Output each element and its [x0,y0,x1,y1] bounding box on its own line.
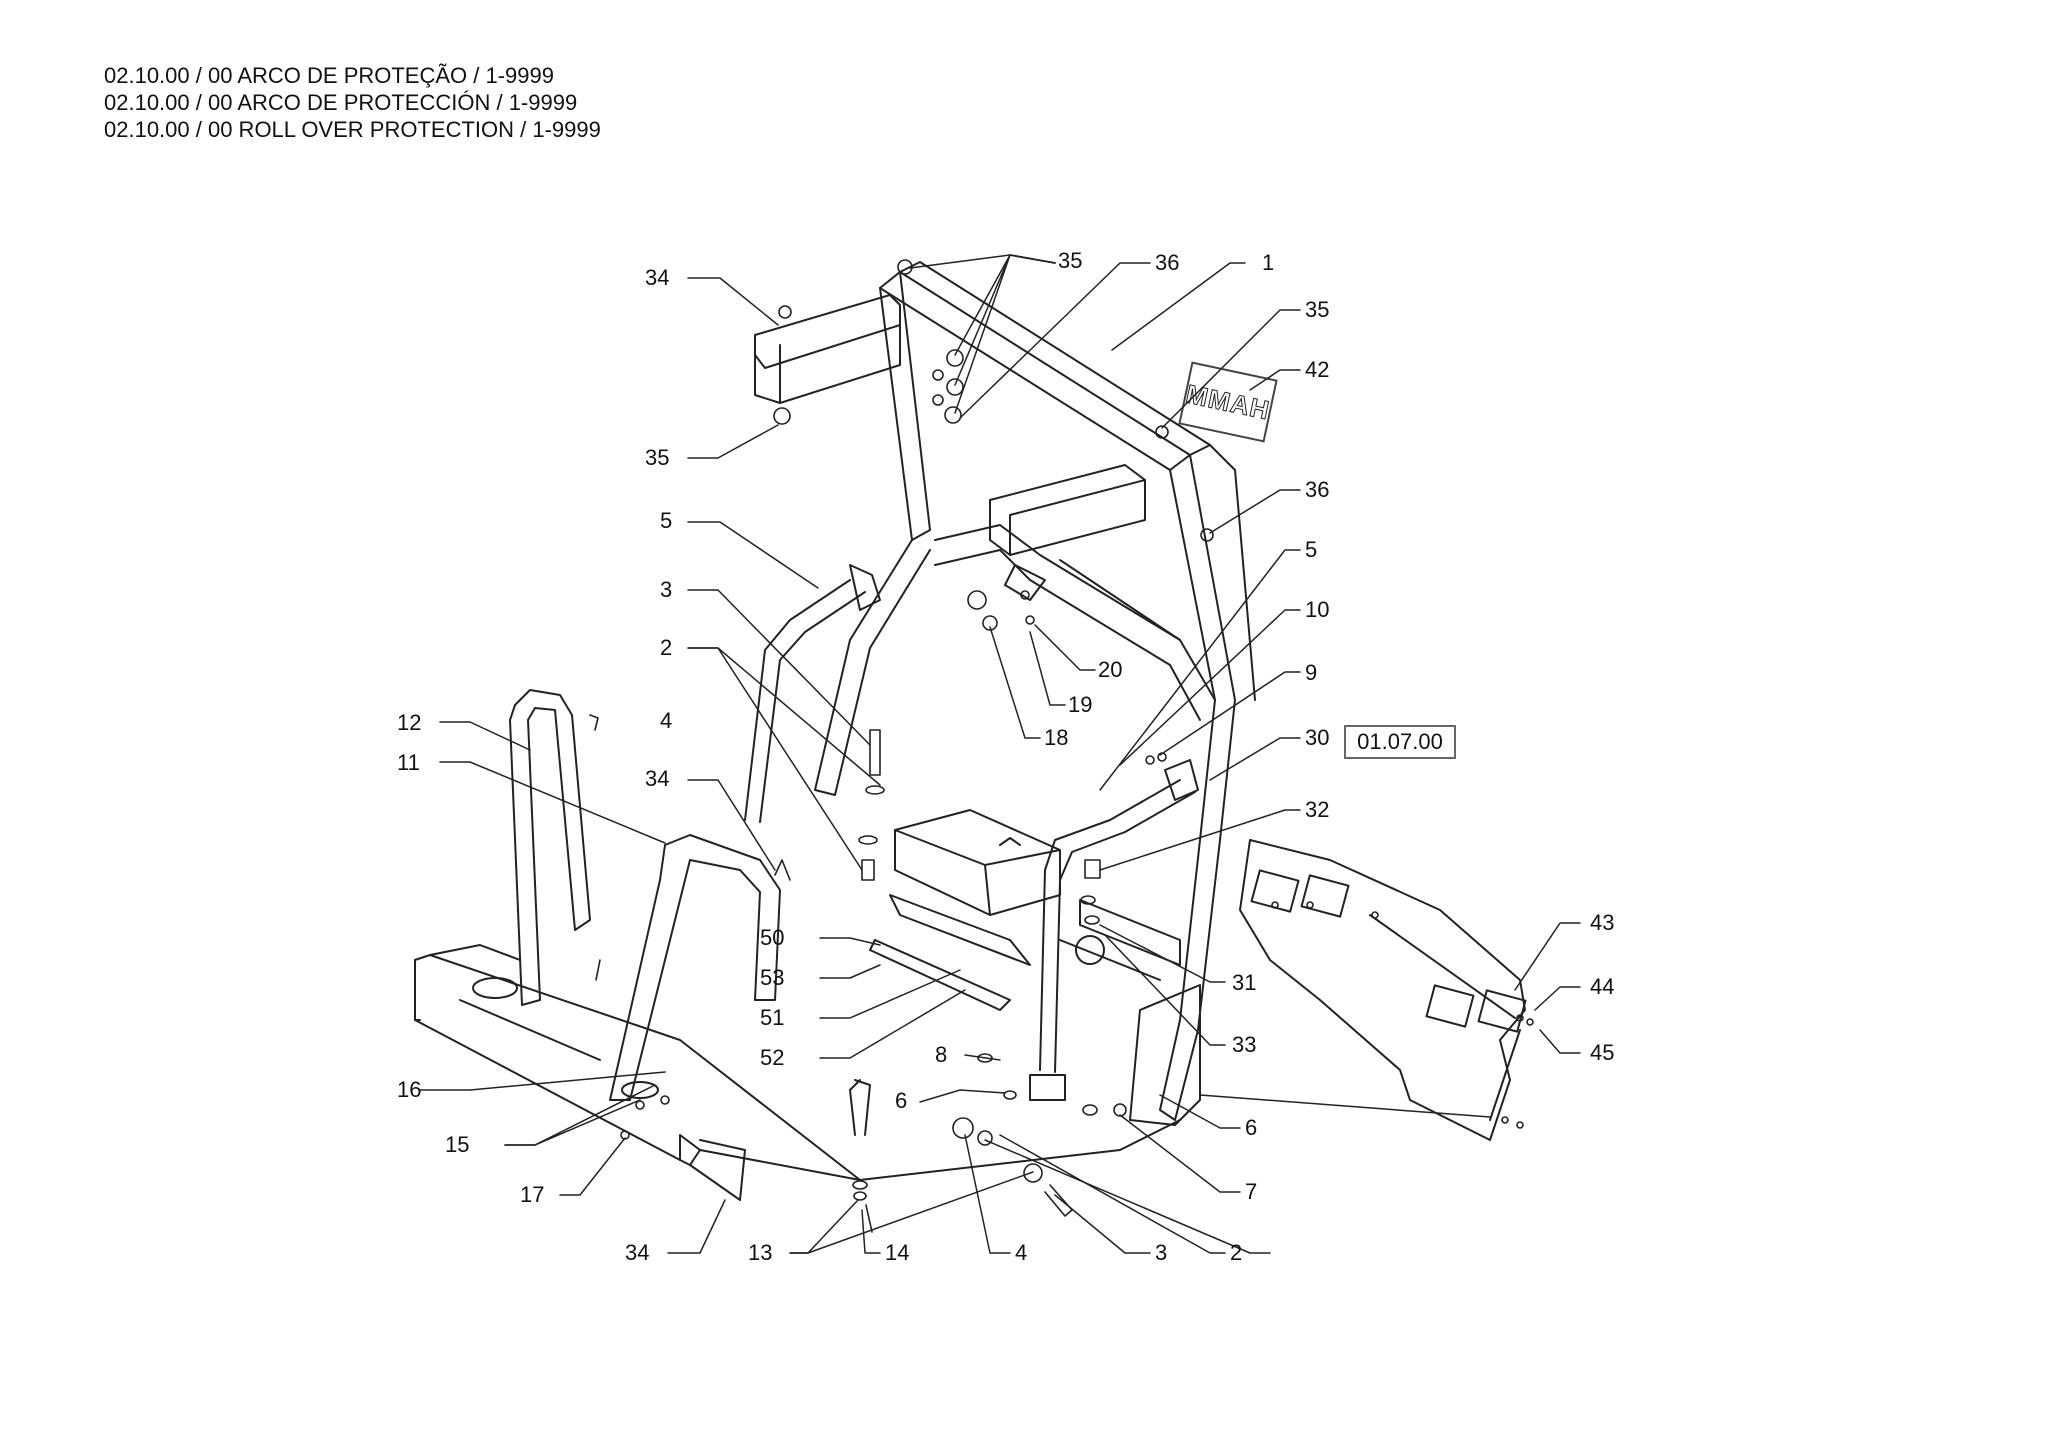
callout-3b: 3 [1155,1240,1167,1265]
callout-labels: 34 35 36 1 35 42 35 36 5 5 3 10 2 9 20 1… [397,248,1614,1265]
callout-1: 1 [1262,250,1274,275]
callout-6: 6 [895,1088,907,1113]
callout-34c: 34 [625,1240,649,1265]
callout-16: 16 [397,1077,421,1102]
decal-panel [1239,839,1527,1141]
callout-45: 45 [1590,1040,1614,1065]
callout-15: 15 [445,1132,469,1157]
callout-10: 10 [1305,597,1329,622]
callout-52: 52 [760,1045,784,1070]
rops-frame [754,261,1256,1126]
callout-20: 20 [1098,657,1122,682]
callout-35: 35 [1058,248,1082,273]
callout-33: 33 [1232,1032,1256,1057]
callout-32: 32 [1305,797,1329,822]
callout-2: 2 [660,635,672,660]
callout-6b: 6 [1245,1115,1257,1140]
callout-2b: 2 [1230,1240,1242,1265]
center-console [869,809,1181,1011]
callout-53: 53 [760,965,784,990]
title-block: 02.10.00 / 00 ARCO DE PROTEÇÃO / 1-9999 … [104,62,601,143]
callout-35b: 35 [1305,297,1329,322]
callout-31: 31 [1232,970,1256,995]
leader-lines [419,254,1581,1254]
callout-4b: 4 [1015,1240,1027,1265]
callout-34b: 34 [645,766,669,791]
callout-17: 17 [520,1182,544,1207]
hardware [589,259,1534,1233]
callout-11: 11 [397,750,420,775]
callout-35c: 35 [645,445,669,470]
callout-44: 44 [1590,974,1614,999]
callout-42: 42 [1305,357,1329,382]
callout-36b: 36 [1305,477,1329,502]
callout-4: 4 [660,708,672,733]
title-en: 02.10.00 / 00 ROLL OVER PROTECTION / 1-9… [104,117,601,142]
callout-12: 12 [397,710,421,735]
callout-7: 7 [1245,1179,1257,1204]
title-es: 02.10.00 / 00 ARCO DE PROTECCIÓN / 1-999… [104,90,578,115]
callout-34: 34 [645,265,669,290]
reference-box[interactable]: 01.07.00 [1344,725,1456,759]
lower-left-frame [509,689,871,1136]
callout-14: 14 [885,1240,909,1265]
callout-50: 50 [760,925,784,950]
callout-9: 9 [1305,660,1317,685]
callout-43: 43 [1590,910,1614,935]
callout-13: 13 [748,1240,772,1265]
title-pt: 02.10.00 / 00 ARCO DE PROTEÇÃO / 1-9999 [104,63,554,88]
callout-5: 5 [660,508,672,533]
callout-8: 8 [935,1042,947,1067]
side-arch-left [744,564,881,823]
side-arch-right [1029,759,1199,1101]
callout-51: 51 [760,1005,784,1030]
callout-18: 18 [1044,725,1068,750]
callout-30: 30 [1305,725,1329,750]
callout-36: 36 [1155,250,1179,275]
callout-3: 3 [660,577,672,602]
callout-5b: 5 [1305,537,1317,562]
callout-19: 19 [1068,692,1092,717]
base-plate [414,944,1181,1201]
